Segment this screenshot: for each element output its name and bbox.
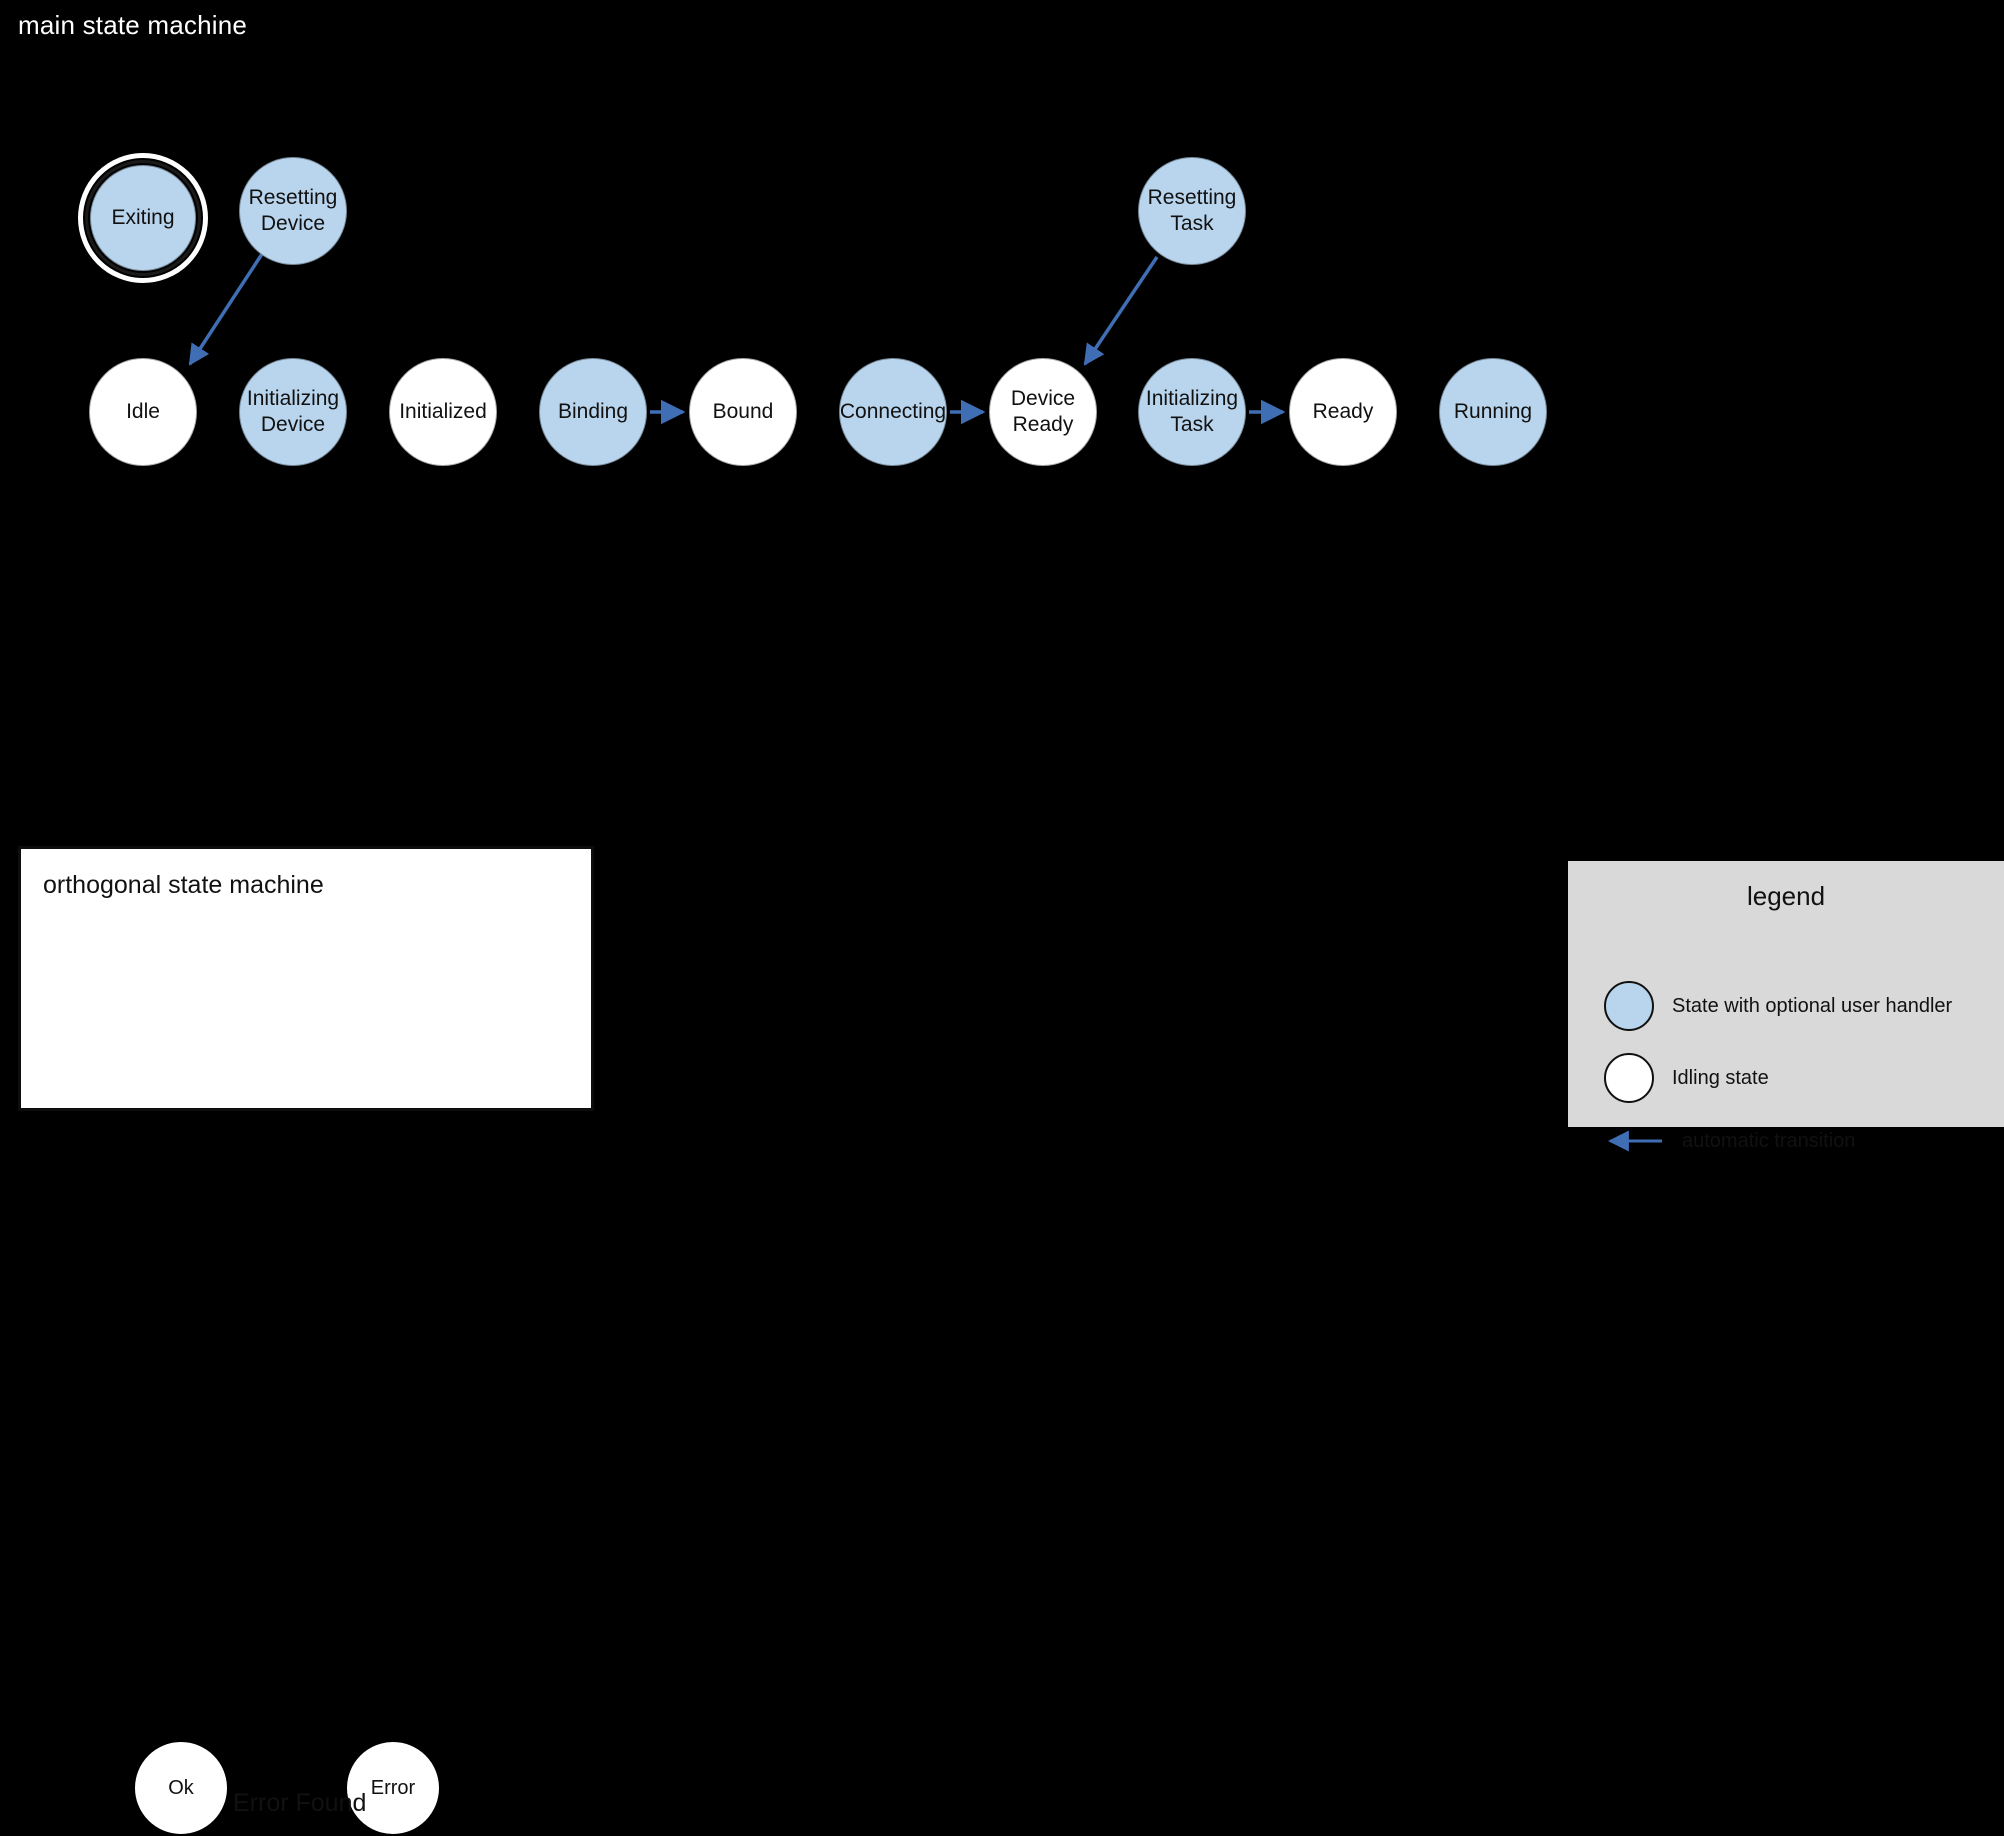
state-node-ok[interactable]: Ok xyxy=(133,1740,229,1836)
legend-item-idling-state-label: Idling state xyxy=(1672,1066,1769,1089)
transition-resetting-task-to-device-ready xyxy=(1083,256,1159,366)
initial-state-marker xyxy=(39,1756,69,1786)
state-node-bound[interactable]: Bound xyxy=(689,358,797,466)
page-title: main state machine xyxy=(18,10,248,40)
state-label-exiting: Exiting xyxy=(111,206,175,230)
state-label-resetting-task: Resetting Task xyxy=(1147,186,1237,235)
idling-state-swatch-icon xyxy=(1604,1053,1654,1103)
state-node-initializing-device[interactable]: Initializing Device xyxy=(239,358,347,466)
state-node-ready[interactable]: Ready xyxy=(1289,358,1397,466)
legend-item-automatic-transition-label: automatic transition xyxy=(1682,1129,1856,1152)
final-state-ring-exiting xyxy=(78,153,208,283)
state-label-resetting-device: Resetting Device xyxy=(248,186,338,235)
diagram-canvas xyxy=(103,253,1286,798)
state-label-connecting: Connecting xyxy=(839,400,947,424)
state-label-running: Running xyxy=(1453,400,1533,424)
state-label-error: Error xyxy=(370,1776,416,1799)
legend-item-handler-state-label: State with optional user handler xyxy=(1672,994,1953,1017)
state-label-initialized: Initialized xyxy=(399,400,487,424)
state-node-idle[interactable]: Idle xyxy=(89,358,197,466)
state-label-idle: Idle xyxy=(126,400,160,424)
state-label-bound: Bound xyxy=(712,400,774,424)
handler-state-swatch-icon xyxy=(1604,981,1654,1031)
state-node-connecting[interactable]: Connecting xyxy=(839,358,947,466)
state-node-binding[interactable]: Binding xyxy=(539,358,647,466)
state-node-exiting[interactable]: Exiting xyxy=(90,165,196,271)
state-label-device-ready: Device Ready xyxy=(1010,387,1076,436)
state-label-ready: Ready xyxy=(1312,400,1374,424)
legend-title: legend xyxy=(1746,881,1826,911)
automatic-transition-arrow-icon xyxy=(1604,1129,1664,1153)
transition-label-error-found: Error Found xyxy=(233,1789,367,1817)
state-node-device-ready[interactable]: Device Ready xyxy=(989,358,1097,466)
state-label-binding: Binding xyxy=(557,400,629,424)
state-node-resetting-task[interactable]: Resetting Task xyxy=(1138,157,1246,265)
state-label-initializing-device: Initializing Device xyxy=(246,387,340,436)
legend-panel: legend State with optional user handler … xyxy=(1568,861,2004,1152)
state-node-initialized[interactable]: Initialized xyxy=(389,358,497,466)
state-node-error[interactable]: Error xyxy=(345,1740,441,1836)
state-node-initializing-task[interactable]: Initializing Task xyxy=(1138,358,1246,466)
legend-item-automatic-transition: automatic transition xyxy=(1604,1129,1855,1153)
orthogonal-state-machine-panel: orthogonal state machine Ok Error Error … xyxy=(18,846,594,1836)
legend-item-handler-state: State with optional user handler xyxy=(1604,981,1952,1031)
state-node-running[interactable]: Running xyxy=(1439,358,1547,466)
state-label-initializing-task: Initializing Task xyxy=(1145,387,1239,436)
state-label-ok: Ok xyxy=(168,1776,194,1799)
legend-item-idling-state: Idling state xyxy=(1604,1053,1769,1103)
orthogonal-panel-title: orthogonal state machine xyxy=(43,871,324,899)
transition-resetting-device-to-idle xyxy=(188,253,264,366)
state-node-resetting-device[interactable]: Resetting Device xyxy=(239,157,347,265)
